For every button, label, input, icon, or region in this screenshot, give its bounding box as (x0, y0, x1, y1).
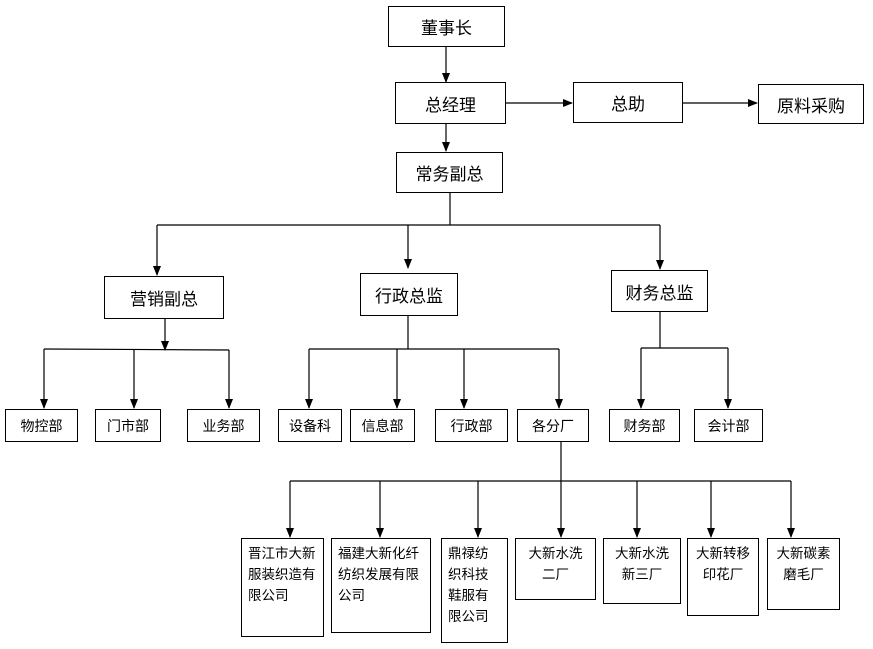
node-finance-director: 财务总监 (611, 270, 708, 312)
node-factory-dinglu: 鼎禄纺织科技鞋服有限公司 (441, 538, 508, 643)
node-dept-branch-factories: 各分厂 (517, 409, 589, 442)
node-assistant: 总助 (573, 82, 683, 123)
node-dept-business: 业务部 (187, 409, 260, 442)
node-general-manager: 总经理 (395, 82, 506, 124)
node-factory-transfer-printing: 大新转移印花厂 (687, 538, 759, 616)
node-factory-carbon-sanding: 大新碳素磨毛厂 (767, 538, 840, 610)
node-factory-washing-3: 大新水洗新三厂 (603, 538, 681, 604)
node-factory-fujian: 福建大新化纤纺织发展有限公司 (331, 538, 431, 633)
node-factory-washing-2: 大新水洗二厂 (515, 538, 596, 600)
node-purchasing: 原料采购 (758, 84, 864, 124)
node-dept-equipment: 设备科 (278, 409, 342, 442)
node-dept-store: 门市部 (95, 409, 161, 442)
node-dept-information: 信息部 (350, 409, 415, 442)
node-executive-vp: 常务副总 (396, 152, 503, 193)
node-factory-jinjiang: 晋江市大新服装织造有限公司 (241, 538, 324, 637)
node-chairman: 董事长 (388, 6, 505, 47)
node-admin-director: 行政总监 (360, 273, 458, 316)
node-dept-finance: 财务部 (609, 409, 680, 442)
node-dept-administration: 行政部 (435, 409, 508, 442)
node-vp-marketing: 营销副总 (104, 276, 224, 319)
line-marketing-bus (43, 348, 230, 351)
node-dept-accounting: 会计部 (694, 409, 763, 442)
node-dept-material-control: 物控部 (5, 409, 78, 442)
